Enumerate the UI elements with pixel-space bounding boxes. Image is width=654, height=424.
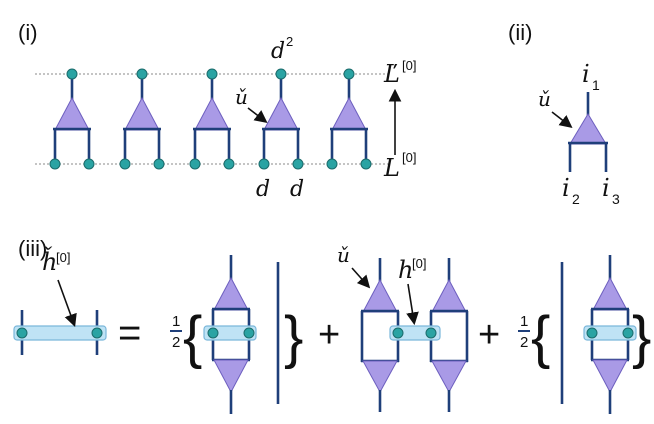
panel-iii-equation: ȟ [0] = 1 2 { } + xyxy=(13,243,651,414)
label-i2: i xyxy=(562,174,570,202)
top-node xyxy=(66,68,78,80)
panel-label-i: (i) xyxy=(18,20,38,45)
top-node xyxy=(275,68,287,80)
panel-label-ii: (ii) xyxy=(508,20,532,45)
top-node xyxy=(343,68,355,80)
isometry-5 xyxy=(326,68,372,170)
bottom-node-right xyxy=(223,158,235,170)
brace-open-1: { xyxy=(183,305,202,370)
half-num-2: 1 xyxy=(520,313,528,330)
lhs-operator-bar xyxy=(13,325,107,341)
bottom-node-left xyxy=(326,158,338,170)
isometry-2 xyxy=(119,68,165,170)
term2-label-h-sup: [0] xyxy=(412,256,426,271)
isometry-triangle xyxy=(54,96,90,131)
top-layer-sup: [0] xyxy=(402,58,416,73)
bottom-node-right xyxy=(153,158,165,170)
isometry-triangle xyxy=(331,96,367,131)
tensor-pointer-arrow xyxy=(247,107,268,123)
top-node xyxy=(136,68,148,80)
label-i3-sub: 3 xyxy=(612,191,620,207)
bottom-node-left xyxy=(49,158,61,170)
label-i3: i xyxy=(602,174,610,202)
label-i1: i xyxy=(582,60,590,88)
brace-open-2: { xyxy=(531,305,550,370)
bottom-index-d-left: d xyxy=(256,177,270,202)
panel-i-network: d 2 ǔ d d Ľ [0] L [0] xyxy=(35,34,416,202)
h-check-arrow xyxy=(57,279,77,328)
panel-label-iii: (iii) xyxy=(18,236,47,261)
term1-sandwich xyxy=(203,255,257,414)
half-den-1: 2 xyxy=(172,334,180,351)
top-index-d: d xyxy=(271,39,285,64)
bottom-layer-sup: [0] xyxy=(402,150,416,165)
isometry-row xyxy=(49,68,372,170)
top-node xyxy=(206,68,218,80)
label-i2-sub: 2 xyxy=(572,191,580,207)
equals-sign: = xyxy=(118,311,141,355)
brace-close-1: } xyxy=(284,305,303,370)
bottom-node-left xyxy=(189,158,201,170)
term3-sandwich xyxy=(583,255,637,414)
isometry-triangle xyxy=(263,96,299,131)
u-pointer-arrow xyxy=(551,111,573,128)
plus-sign-2: + xyxy=(478,314,500,356)
bottom-node-left xyxy=(119,158,131,170)
bottom-node-right xyxy=(83,158,95,170)
term2-network xyxy=(360,258,469,412)
label-h-check-sup: [0] xyxy=(56,250,70,265)
half-num-1: 1 xyxy=(172,313,180,330)
tensor-label-u: ǔ xyxy=(235,85,248,109)
term2-u-arrow xyxy=(351,267,371,289)
isometry-triangle xyxy=(569,113,607,145)
isometry-triangle xyxy=(124,96,160,131)
term2-label-u: ǔ xyxy=(337,243,350,267)
top-index-exp: 2 xyxy=(286,34,293,49)
term2-label-h: h xyxy=(398,256,413,284)
isometry-1 xyxy=(49,68,95,170)
label-i1-sub: 1 xyxy=(592,77,600,93)
bottom-node-right xyxy=(360,158,372,170)
panel-ii-isometry: i 1 ǔ i 2 i 3 xyxy=(538,60,620,207)
bottom-index-d-right: d xyxy=(290,177,304,202)
brace-close-2: } xyxy=(632,305,651,370)
half-den-2: 2 xyxy=(520,334,528,351)
label-h-check: ȟ xyxy=(42,246,57,276)
isometry-4 xyxy=(258,68,304,170)
bottom-node-right xyxy=(292,158,304,170)
bottom-layer-label: L xyxy=(383,154,400,182)
top-layer-label: Ľ xyxy=(383,60,400,88)
isometry-triangle xyxy=(194,96,230,131)
plus-sign-1: + xyxy=(318,314,340,356)
bottom-node-left xyxy=(258,158,270,170)
label-u: ǔ xyxy=(538,87,551,111)
isometry-3 xyxy=(189,68,235,170)
term2-h-arrow xyxy=(406,283,419,326)
